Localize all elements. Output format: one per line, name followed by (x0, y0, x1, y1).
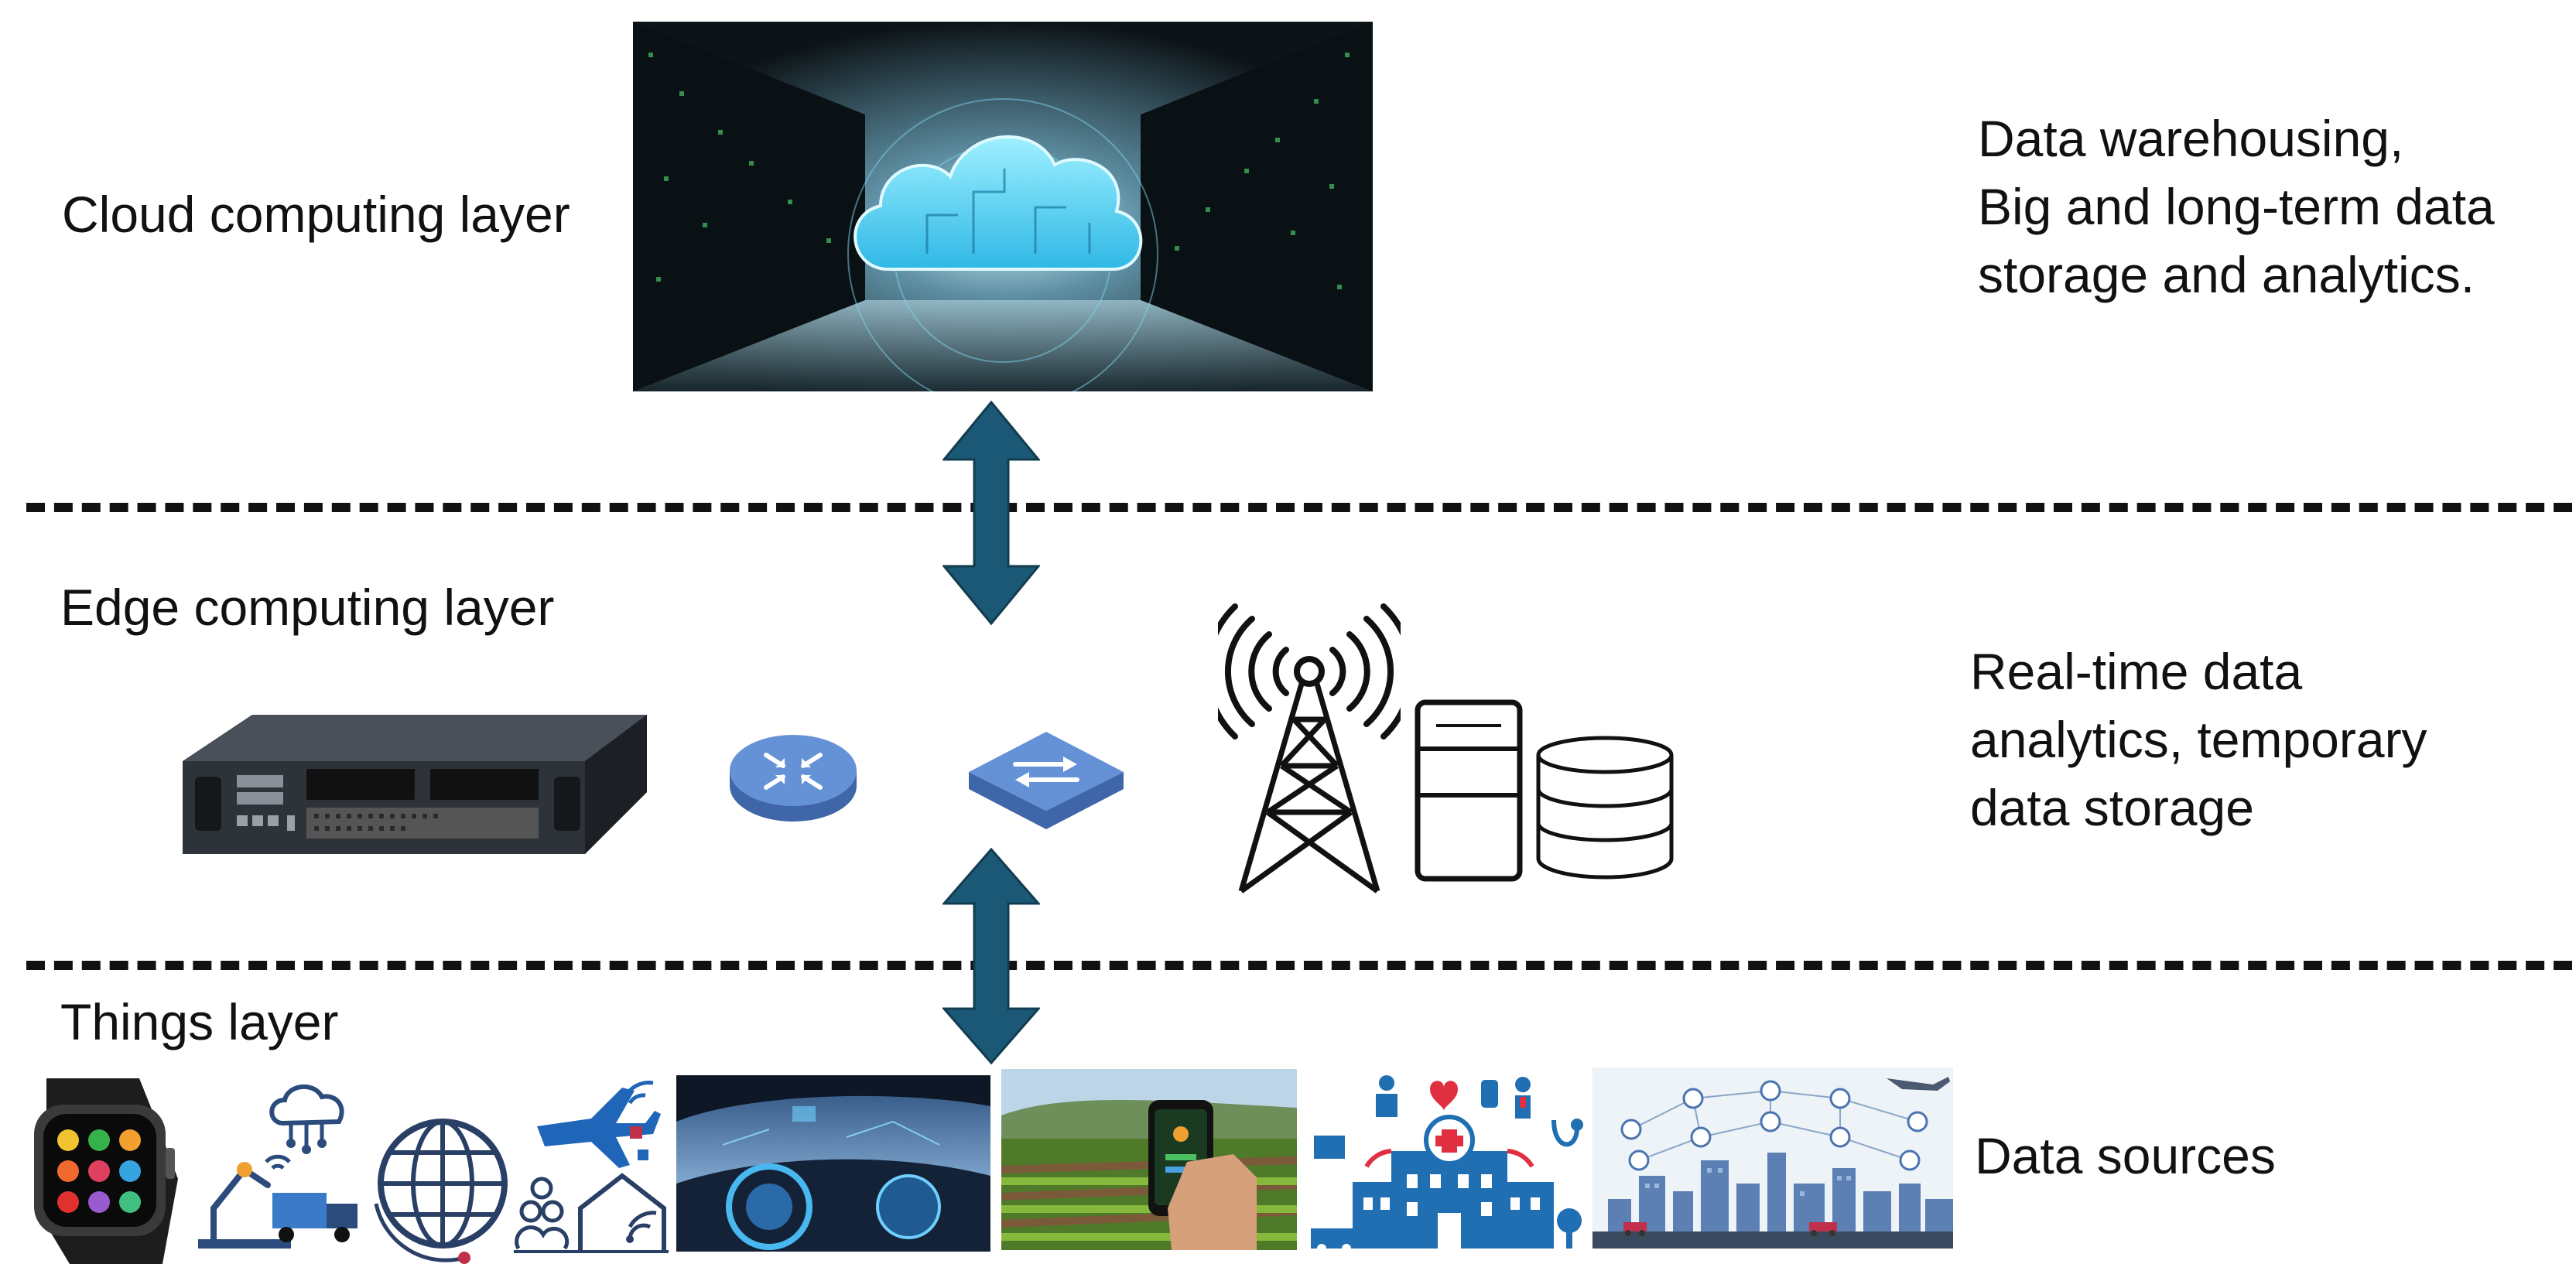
cloud-layer-description: Data warehousing, Big and long-term data… (1978, 104, 2495, 309)
healthcare (1306, 1066, 1594, 1252)
globe-network-icon (374, 1119, 508, 1264)
connected-car-image (676, 1075, 990, 1252)
edge-description-line: data storage (1970, 779, 2254, 836)
things-layer-description: Data sources (1975, 1122, 2276, 1190)
cloud-edge-arrow (942, 401, 1040, 625)
cloud-description-line: storage and analytics. (1978, 246, 2475, 303)
connected-car-photo (676, 1075, 990, 1252)
server-tower (1413, 698, 1524, 883)
things-description-line: Data sources (1975, 1127, 2276, 1184)
smartwatch (23, 1071, 189, 1267)
network-switch (969, 726, 1124, 834)
double-arrow-icon (942, 401, 1040, 625)
smartwatch-icon (34, 1078, 178, 1264)
edge-description-line: Real-time data (1970, 643, 2303, 700)
edge-description-line: analytics, temporary (1970, 711, 2427, 768)
cloud-datacenter-image (633, 22, 1373, 391)
double-arrow-icon (942, 848, 1040, 1064)
server-tower-icon (1415, 699, 1523, 882)
smart-farm-photo (1001, 1069, 1297, 1250)
edge-layer-description: Real-time data analytics, temporary data… (1970, 637, 2427, 842)
router (727, 732, 859, 825)
smart-farm-image (1001, 1069, 1297, 1250)
healthcare-icon (1311, 1075, 1583, 1252)
edge-server-icon (183, 715, 647, 854)
industrial-iot-icon (198, 1084, 357, 1249)
cloud-description-line: Data warehousing, (1978, 110, 2404, 167)
smart-city-photo (1592, 1068, 1953, 1249)
router-icon (730, 735, 857, 822)
edge-layer-label: Edge computing layer (60, 579, 555, 636)
things-layer-label: Things layer (60, 993, 339, 1050)
airplane-and-home (514, 1080, 669, 1258)
edge-things-arrow (942, 848, 1040, 1064)
globe-network (371, 1103, 518, 1266)
edge-server (152, 707, 647, 862)
database-icon (1536, 736, 1674, 880)
database (1534, 735, 1676, 882)
cell-tower (1218, 603, 1401, 897)
industrial-iot (198, 1077, 384, 1255)
switch-icon (969, 732, 1124, 829)
airplane-icon (514, 1081, 669, 1253)
cell-tower-icon (1218, 603, 1401, 893)
edge-things-separator (26, 961, 2572, 970)
cloud-datacenter-photo (633, 22, 1373, 391)
smart-home-icon (514, 1173, 669, 1253)
cloud-edge-separator (26, 503, 2572, 512)
cloud-layer-label: Cloud computing layer (62, 186, 570, 243)
smart-city-image (1592, 1068, 1953, 1249)
cloud-description-line: Big and long-term data (1978, 178, 2495, 235)
